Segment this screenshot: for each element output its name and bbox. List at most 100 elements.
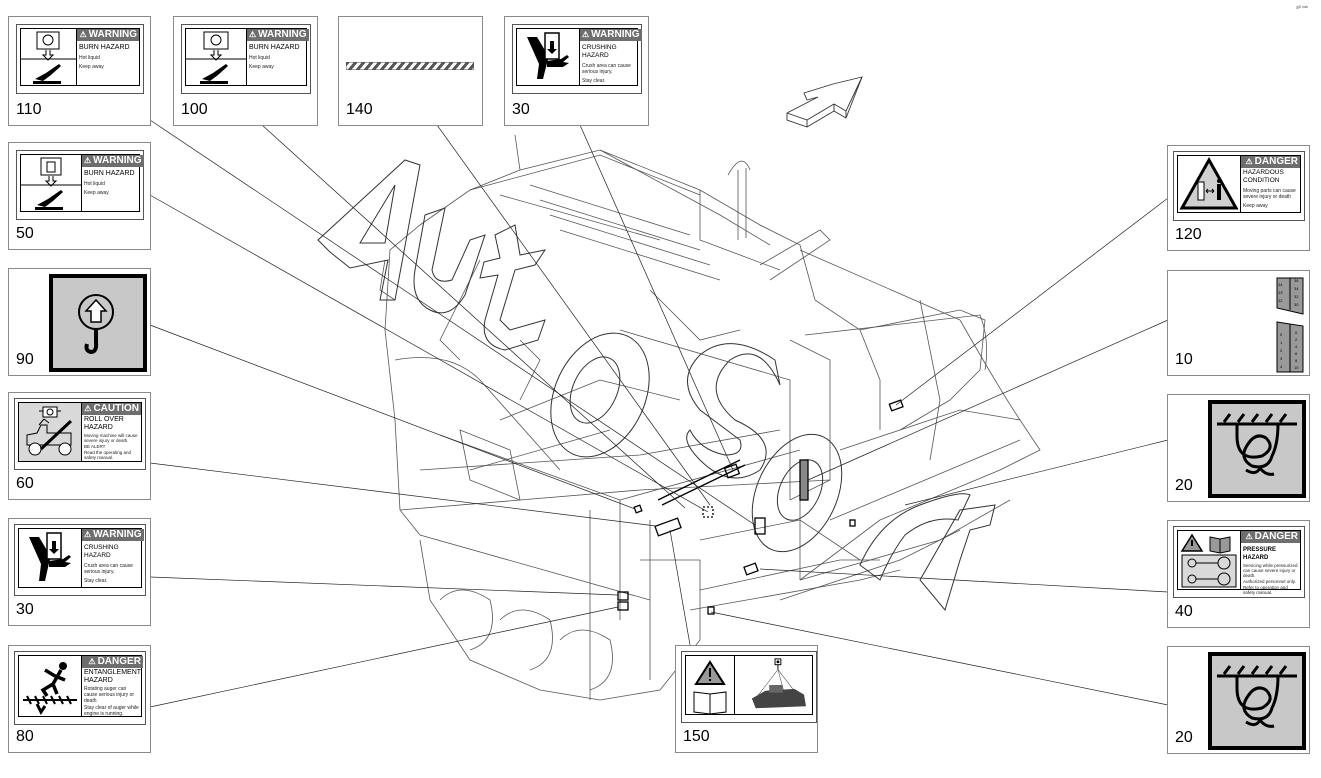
gauge-tick: 8 [1295,358,1298,363]
decal-line: Keep away [79,64,104,70]
page-code: sᴰ ᵇᵃᵇ [1296,5,1308,11]
callout-number: 140 [346,101,373,118]
decal-line: Keep away [249,64,274,70]
lift-hook-icon [49,274,147,372]
hot-liquid-gear-icon [21,29,77,85]
gauge-tick: 36 [1294,278,1299,283]
decal-line: Hot liquid [249,55,270,61]
danger-header: ⚠DANGER [1241,156,1300,168]
decal-line: Keep away [1243,203,1268,209]
callout-80[interactable]: ⚠DANGER ENTANGLEMENT HAZARD Rotating aug… [8,645,151,753]
callout-30-top[interactable]: ⚠WARNING CRUSHING HAZARD Crush area can … [504,16,649,126]
danger-decal: ⚠DANGER HAZARDOUS CONDITION Moving parts… [1173,151,1305,221]
decal-title: CRUSHING HAZARD [84,544,119,559]
decal-line: Crush area can cause serious injury. [84,563,133,575]
callout-50[interactable]: ⚠WARNING BURN HAZARD Hot liquid Keep awa… [8,142,151,250]
danger-header: ⚠DANGER [82,656,143,668]
read-manual-icon [686,656,735,715]
warning-decal: ⚠WARNING CRUSHING HAZARD Crush area can … [512,24,642,94]
caution-header: ⚠CAUTION [82,403,141,415]
warning-header: ⚠WARNING [77,29,139,41]
decal-title: HAZARDOUS CONDITION [1243,169,1284,184]
callout-number: 60 [16,475,34,492]
lifting-points-icon [735,656,817,714]
crushing-hand-icon [517,29,580,85]
decal-title: ROLL OVER HAZARD [84,416,124,431]
danger-decal: ⚠DANGER PRESSURE HAZARD Servicing while … [1173,526,1305,598]
callout-120[interactable]: ⚠DANGER HAZARDOUS CONDITION Moving parts… [1167,145,1310,251]
decal-title: BURN HAZARD [84,170,135,177]
warning-header: ⚠WARNING [82,155,144,167]
tie-down-rope-icon [1208,400,1306,498]
callout-140[interactable]: 140 [338,16,483,126]
gauge-tick: 0 [1280,332,1283,337]
warning-decal: ⚠WARNING BURN HAZARD Hot liquid Keep awa… [16,150,144,220]
danger-decal: ⚠DANGER ENTANGLEMENT HAZARD Rotating aug… [14,651,146,725]
callout-100[interactable]: ⚠WARNING BURN HAZARD Hot liquid Keep awa… [173,16,318,126]
direction-arrow-icon [786,76,863,128]
leader-lines [149,119,1169,708]
decal-markers [617,399,904,615]
callout-number: 40 [1175,603,1193,620]
gauge-tick: 14 [1278,282,1283,287]
warning-header: ⚠WARNING [247,29,309,41]
callout-number: 20 [1175,729,1193,746]
warning-decal: ⚠WARNING BURN HAZARD Hot liquid Keep awa… [181,24,311,94]
callout-number: 20 [1175,477,1193,494]
gauge-tick: 13 [1278,290,1283,295]
moving-parts-triangle-icon [1178,156,1241,212]
decal-line: Stay clear. [582,78,606,84]
callout-110[interactable]: ⚠WARNING BURN HAZARD Hot liquid Keep awa… [8,16,151,126]
callout-number: 30 [16,601,34,618]
danger-header: ⚠DANGER [1241,531,1300,543]
decal-line: Stay clear of auger while engine is runn… [84,705,139,717]
crushing-hand-icon [19,529,82,587]
callout-150[interactable]: 150 [675,645,818,753]
tie-down-rope-icon [1208,652,1306,750]
decal-line: BE ALERT [84,444,106,449]
callout-10[interactable]: 14 13 12 36 34 32 30 0 1 2 3 4 0 2 4 6 8… [1167,270,1310,376]
hot-liquid-drop-icon [186,29,247,85]
decal-line: Hot liquid [79,55,100,61]
decal-line: Servicing while pressurized can cause se… [1243,563,1298,578]
gauge-tick: 12 [1278,298,1283,303]
gauge-tick: 3 [1280,356,1283,361]
decal-title: CRUSHING HAZARD [582,44,617,59]
callout-20-lower[interactable]: 20 [1167,646,1310,754]
warning-header: ⚠WARNING [580,29,642,41]
callout-40[interactable]: ⚠DANGER PRESSURE HAZARD Servicing while … [1167,520,1310,628]
decal-title: ENTANGLEMENT HAZARD [84,669,141,684]
gauge-tick: 34 [1294,286,1299,291]
callout-20-upper[interactable]: 20 [1167,394,1310,502]
gauge-tick: 4 [1295,344,1298,349]
hot-liquid-tank-icon [21,155,82,211]
watermark-outline [317,159,996,612]
gauge-tick: 2 [1295,337,1298,342]
gauge-tick: 32 [1294,294,1299,299]
callout-90[interactable]: 90 [8,268,151,376]
paver-body-outline [379,134,1041,701]
decal-line: Authorized personnel only. [1243,579,1296,584]
decal-line: Moving parts can cause severe injury or … [1243,188,1296,200]
callout-number: 10 [1175,351,1193,368]
callout-60[interactable]: ⚠CAUTION ROLL OVER HAZARD Moving machine… [8,392,151,500]
warning-decal: ⚠WARNING CRUSHING HAZARD Crush area can … [14,524,146,596]
gauge-tick: 6 [1295,351,1298,356]
decal-line: Keep away [84,190,109,196]
decal-title: BURN HAZARD [79,44,130,51]
gauge-tick: 0 [1295,330,1298,335]
gauge-tick: 1 [1280,340,1283,345]
callout-30-left[interactable]: ⚠WARNING CRUSHING HAZARD Crush area can … [8,518,151,626]
warning-decal: ⚠WARNING BURN HAZARD Hot liquid Keep awa… [16,24,144,94]
rollover-machine-icon [19,403,82,461]
decal-title: BURN HAZARD [249,44,300,51]
decal-line: Read the operating and safety manual. [84,450,132,460]
caution-decal: ⚠CAUTION ROLL OVER HAZARD Moving machine… [14,398,146,470]
auger-entanglement-icon [19,656,82,716]
callout-number: 90 [16,351,34,368]
decal-title: PRESSURE HAZARD [1243,547,1277,561]
gauge-tick: 4 [1280,364,1283,369]
callout-number: 50 [16,225,34,242]
